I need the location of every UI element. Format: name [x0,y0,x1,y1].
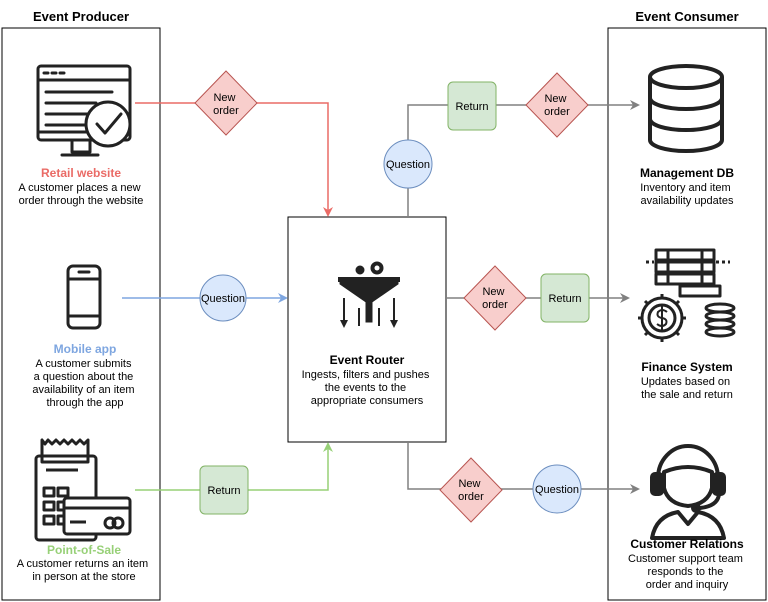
retail-website-desc: A customer places a new order through th… [18,182,143,207]
return-label: Return [548,293,581,305]
green-connector [135,442,333,491]
new-order-tag [194,70,258,136]
text-layer: Event Producer Event Consumer Retail web… [17,9,746,591]
headset-agent-icon [650,444,726,540]
smartphone-icon [66,264,102,330]
question-tag [383,139,433,189]
router-desc: Ingests, filters and pushes the events t… [302,369,433,407]
new-order-tag [439,457,503,523]
return-label: Return [207,485,240,497]
monitor-check-icon [36,64,132,157]
return-tag [447,81,497,131]
return-label: Return [455,101,488,113]
question-label: Question [535,484,579,496]
new-order-tag [525,72,589,138]
producer-header: Event Producer [33,9,129,24]
new-order-label: New order [458,478,484,503]
mobile-app-title: Mobile app [54,342,117,356]
new-order-label: New order [482,286,508,311]
management-db-desc: Inventory and item availability updates [640,182,734,207]
question-label: Question [201,293,245,305]
pos-terminal-icon [34,438,132,542]
router-box [287,216,447,443]
management-db-title: Management DB [640,166,734,180]
return-tag [199,465,249,515]
funnel-gear-icon [338,261,400,328]
router-title: Event Router [330,353,405,367]
finance-system-desc: Updates based on the sale and return [641,376,733,401]
question-tag [532,464,582,514]
finance-icon [638,248,736,342]
new-order-label: New order [213,92,239,117]
pos-title: Point-of-Sale [47,543,121,557]
gray-connector-bottom [407,442,640,494]
question-label: Question [386,159,430,171]
pos-desc: A customer returns an item in person at … [17,558,152,583]
consumer-panel [607,27,767,601]
return-tag [540,273,590,323]
mobile-app-desc: A customer submits a question about the … [32,358,137,409]
database-icon [648,64,724,153]
new-order-label: New order [544,93,570,118]
gray-connector-top [407,100,640,217]
finance-system-title: Finance System [641,360,732,374]
consumer-header: Event Consumer [635,9,738,24]
question-tag [199,274,247,322]
customer-relations-title: Customer Relations [630,537,744,551]
retail-website-title: Retail website [41,166,121,180]
new-order-tag [463,265,527,331]
customer-relations-desc: Customer support team responds to the or… [628,553,746,591]
